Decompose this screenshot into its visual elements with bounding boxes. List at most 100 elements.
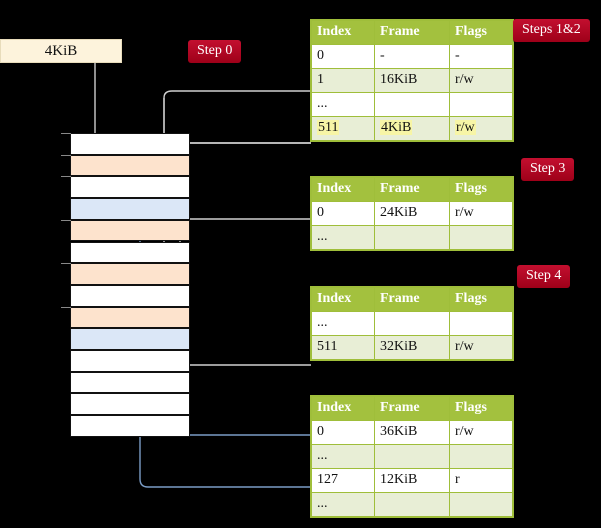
memory-frame-5	[70, 241, 190, 264]
highlighted-value: r/w	[455, 120, 476, 135]
frame-tick-0	[61, 133, 71, 134]
cell-frame	[374, 444, 450, 469]
table-row: ...	[311, 311, 513, 336]
cell-index: 127	[311, 468, 375, 493]
column-header-flags: Flags	[449, 396, 513, 421]
cell-flags: r/w	[449, 68, 513, 93]
frame-tick-8	[61, 306, 71, 308]
table-row: ...	[311, 492, 513, 517]
memory-frame-0	[61, 133, 190, 155]
cell-flags: r/w	[449, 335, 513, 360]
table-row: 511 4KiB r/w	[311, 116, 513, 141]
cell-index: 0	[311, 201, 375, 226]
memory-frame-11	[70, 371, 190, 394]
column-header-index: Index	[311, 287, 375, 312]
memory-frame-7	[70, 284, 190, 307]
badge-step-4: Step 4	[517, 265, 571, 288]
cell-index: ...	[311, 492, 375, 517]
cell-frame: 24KiB	[374, 201, 450, 226]
table-row: 0--	[311, 44, 513, 69]
page-box-4kib: 4KiB	[0, 39, 122, 63]
cell-frame	[374, 92, 450, 117]
memory-frame-2	[61, 176, 190, 199]
cell-index: 511	[311, 335, 375, 360]
memory-frame-10	[70, 350, 190, 372]
cell-frame: 32KiB	[374, 335, 450, 360]
cell-frame: 16KiB	[374, 68, 450, 93]
column-header-frame: Frame	[374, 287, 450, 312]
cell-index: ...	[311, 92, 375, 117]
cell-index: ...	[311, 444, 375, 469]
badge-steps-1-2: Steps 1&2	[513, 19, 590, 42]
memory-frame-9	[70, 328, 190, 350]
frame-tick-2	[61, 176, 71, 178]
cell-flags: r/w	[449, 201, 513, 226]
column-header-index: Index	[311, 20, 375, 45]
page-box-label: 4KiB	[44, 43, 78, 59]
cell-flags: r/w	[449, 116, 513, 141]
wire-l3-into-frame8	[179, 309, 311, 366]
wire-l2-into-frame4	[179, 218, 311, 262]
badge-step-0: Step 0	[188, 40, 242, 63]
cell-index: 0	[311, 420, 375, 445]
cell-flags	[449, 444, 513, 469]
cell-flags	[449, 492, 513, 517]
highlighted-value: 4KiB	[380, 120, 413, 135]
badge-step-3: Step 3	[521, 158, 575, 181]
column-header-index: Index	[311, 177, 375, 202]
memory-frame-8	[61, 306, 190, 329]
column-header-frame: Frame	[374, 177, 450, 202]
cell-flags: r	[449, 468, 513, 493]
cell-frame: 4KiB	[374, 116, 450, 141]
table-row: ...	[311, 225, 513, 250]
cell-flags	[449, 92, 513, 117]
cell-index: 1	[311, 68, 375, 93]
cell-frame: -	[374, 44, 450, 69]
cell-flags: -	[449, 44, 513, 69]
cell-index: ...	[311, 311, 375, 336]
cell-index: ...	[311, 225, 375, 250]
cell-flags	[449, 225, 513, 250]
table-row: ...	[311, 444, 513, 469]
column-header-frame: Frame	[374, 20, 450, 45]
memory-frame-3	[70, 198, 190, 220]
highlighted-value: 511	[317, 120, 340, 135]
memory-frame-4	[61, 219, 190, 242]
physical-memory-frames	[61, 133, 190, 437]
memory-frame-12	[70, 393, 190, 416]
cell-index: 511	[311, 116, 375, 141]
frame-tick-4	[61, 219, 71, 221]
cell-index: 0	[311, 44, 375, 69]
cell-flags	[449, 311, 513, 336]
memory-frame-1	[61, 154, 190, 177]
table-row: ...	[311, 92, 513, 117]
wire-l1-into-frame1	[171, 142, 311, 174]
frame-tick-1	[61, 154, 71, 156]
column-header-flags: Flags	[449, 177, 513, 202]
cell-frame: 36KiB	[374, 420, 450, 445]
column-header-flags: Flags	[449, 287, 513, 312]
cell-frame: 12KiB	[374, 468, 450, 493]
column-header-index: Index	[311, 396, 375, 421]
cell-frame	[374, 492, 450, 517]
cell-flags: r/w	[449, 420, 513, 445]
column-header-frame: Frame	[374, 396, 450, 421]
column-header-flags: Flags	[449, 20, 513, 45]
cell-frame	[374, 225, 450, 250]
cell-frame	[374, 311, 450, 336]
memory-frame-6	[61, 263, 190, 285]
